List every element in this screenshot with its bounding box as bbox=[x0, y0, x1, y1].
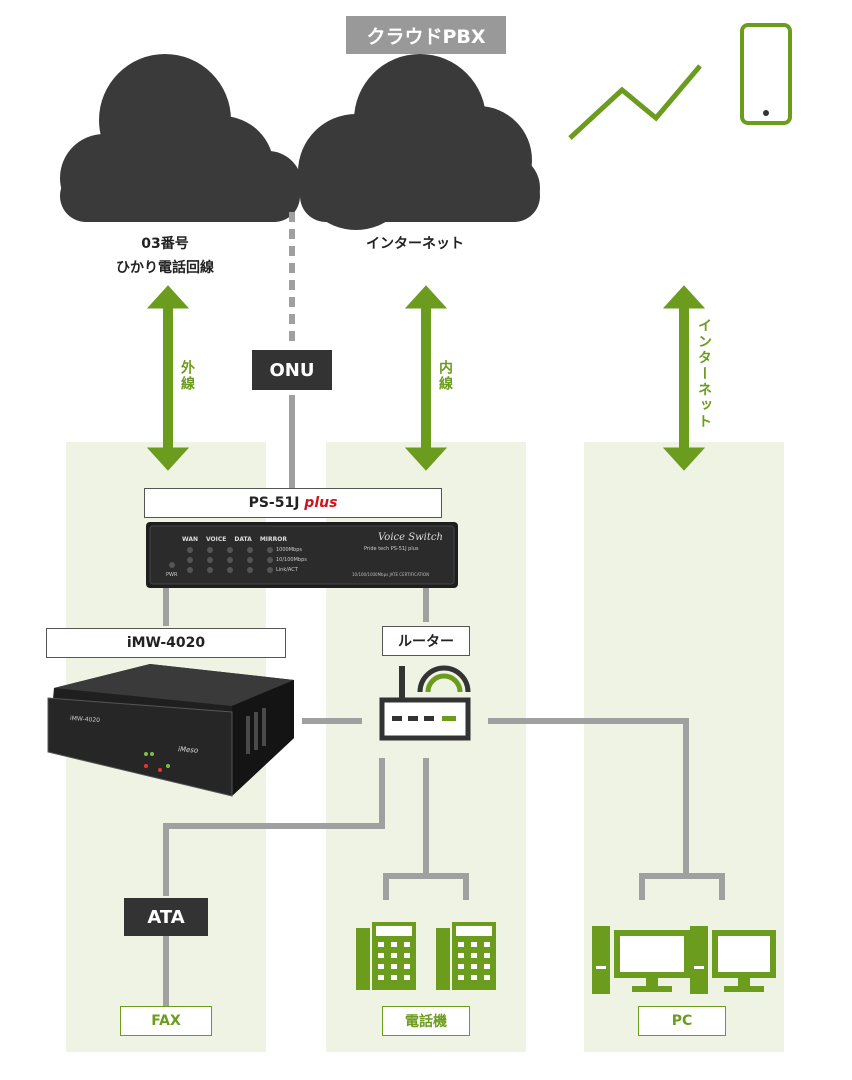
imw-brand-text: iMeso bbox=[177, 745, 199, 755]
smartphone-icon bbox=[740, 23, 792, 125]
switch-brand: Voice Switch bbox=[378, 532, 443, 543]
fax-label: FAX bbox=[120, 1006, 212, 1036]
cloud-left-icon bbox=[60, 54, 302, 222]
ps51j-name: PS-51J bbox=[248, 495, 300, 511]
inner-line-label: 内線 bbox=[437, 360, 453, 392]
speed-label: 10/100Mbps bbox=[276, 557, 307, 563]
port-label: VOICE bbox=[206, 536, 227, 543]
internet-label: インターネット bbox=[696, 318, 712, 430]
cloud-right-icon bbox=[298, 54, 540, 230]
speed-label: 1000Mbps bbox=[276, 547, 302, 553]
cloud-left-label-line1: 03番号 bbox=[141, 236, 189, 252]
phone-icon bbox=[356, 922, 416, 990]
switch-model: Pride tech PS-51J plus bbox=[364, 546, 419, 552]
port-label: WAN bbox=[182, 536, 199, 543]
cloud-left-label-line2: ひかり電話回線 bbox=[116, 260, 214, 276]
port-label: MIRROR bbox=[259, 536, 287, 543]
phone-label: 電話機 bbox=[382, 1006, 470, 1036]
switch-cert: 10/100/1000Mbps JATE CERTIFICATION bbox=[352, 572, 430, 577]
ps51j-suffix: plus bbox=[304, 495, 338, 511]
onu-box: ONU bbox=[252, 350, 332, 390]
ps51j-switch-image bbox=[146, 522, 458, 588]
port-label: DATA bbox=[234, 536, 252, 543]
pc-label: PC bbox=[638, 1006, 726, 1036]
imw4020-device-image bbox=[47, 664, 294, 797]
router-icon bbox=[379, 665, 471, 741]
speed-label: Link/ACT bbox=[276, 567, 298, 573]
diagram-title: クラウドPBX bbox=[346, 16, 506, 54]
ata-box: ATA bbox=[124, 898, 208, 936]
ps51j-label: PS-51J plus bbox=[144, 488, 442, 518]
arrow-internet bbox=[662, 285, 706, 471]
outer-line-label: 外線 bbox=[179, 360, 195, 392]
arrow-inner-line bbox=[404, 285, 448, 471]
cloud-right-label: インターネット bbox=[366, 236, 464, 252]
cloud-left-label: 03番号 ひかり電話回線 bbox=[100, 232, 230, 280]
imw4020-label: iMW-4020 bbox=[46, 628, 286, 658]
desktop-pc-icon bbox=[690, 926, 776, 994]
desktop-pc-icon bbox=[592, 926, 690, 994]
wireless-signal-icon bbox=[568, 64, 702, 140]
switch-pwr-label: PWR bbox=[166, 572, 178, 578]
arrow-outer-line bbox=[146, 285, 190, 471]
phone-icon bbox=[436, 922, 496, 990]
switch-port-labels: WAN VOICE DATA MIRROR bbox=[182, 536, 287, 543]
switch-speed-labels: 1000Mbps 10/100Mbps Link/ACT bbox=[276, 545, 307, 575]
router-label: ルーター bbox=[382, 626, 470, 656]
